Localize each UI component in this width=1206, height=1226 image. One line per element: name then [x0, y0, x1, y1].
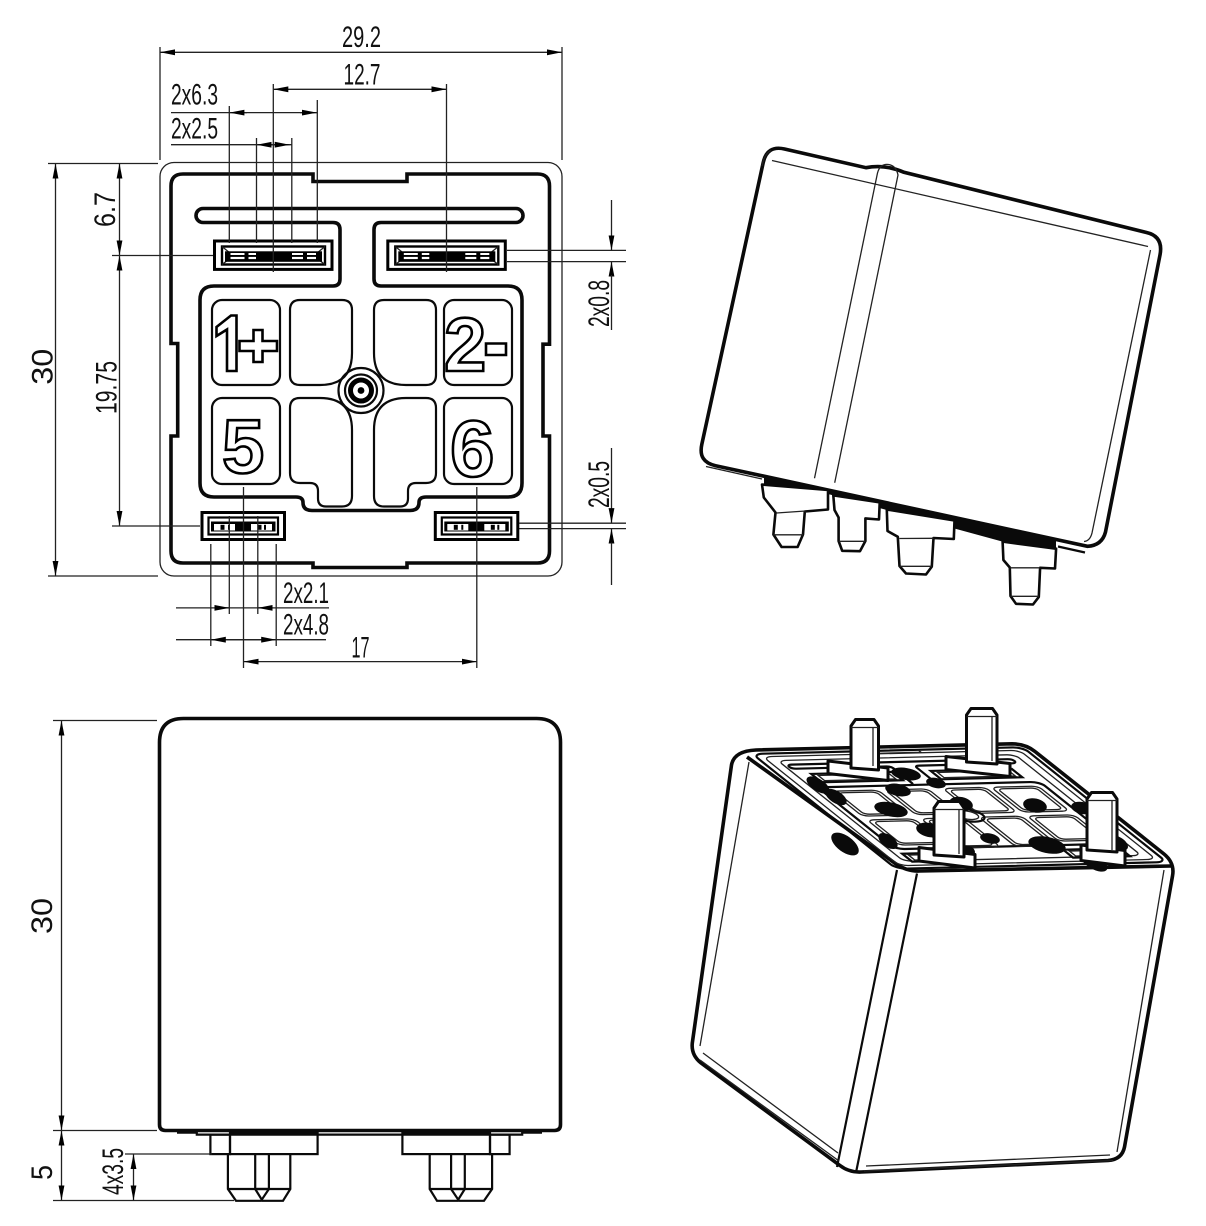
- svg-text:12.7: 12.7: [344, 58, 381, 91]
- svg-text:4x3.5: 4x3.5: [97, 1148, 130, 1195]
- svg-text:2x0.8: 2x0.8: [583, 280, 616, 327]
- svg-text:2x4.8: 2x4.8: [283, 609, 329, 642]
- svg-text:17: 17: [352, 632, 370, 665]
- svg-text:30: 30: [26, 898, 59, 934]
- svg-text:30: 30: [27, 349, 60, 385]
- svg-text:2x2.1: 2x2.1: [283, 577, 329, 610]
- svg-text:2x0.5: 2x0.5: [583, 461, 616, 508]
- svg-text:5: 5: [26, 1165, 59, 1180]
- svg-text:2: 2: [444, 303, 486, 388]
- svg-text:5: 5: [222, 405, 264, 490]
- svg-text:2x2.5: 2x2.5: [171, 113, 218, 146]
- svg-text:2x6.3: 2x6.3: [171, 78, 218, 111]
- svg-text:6.7: 6.7: [89, 192, 122, 227]
- svg-text:6: 6: [450, 404, 495, 493]
- svg-text:19.75: 19.75: [91, 361, 124, 414]
- svg-text:29.2: 29.2: [342, 21, 381, 54]
